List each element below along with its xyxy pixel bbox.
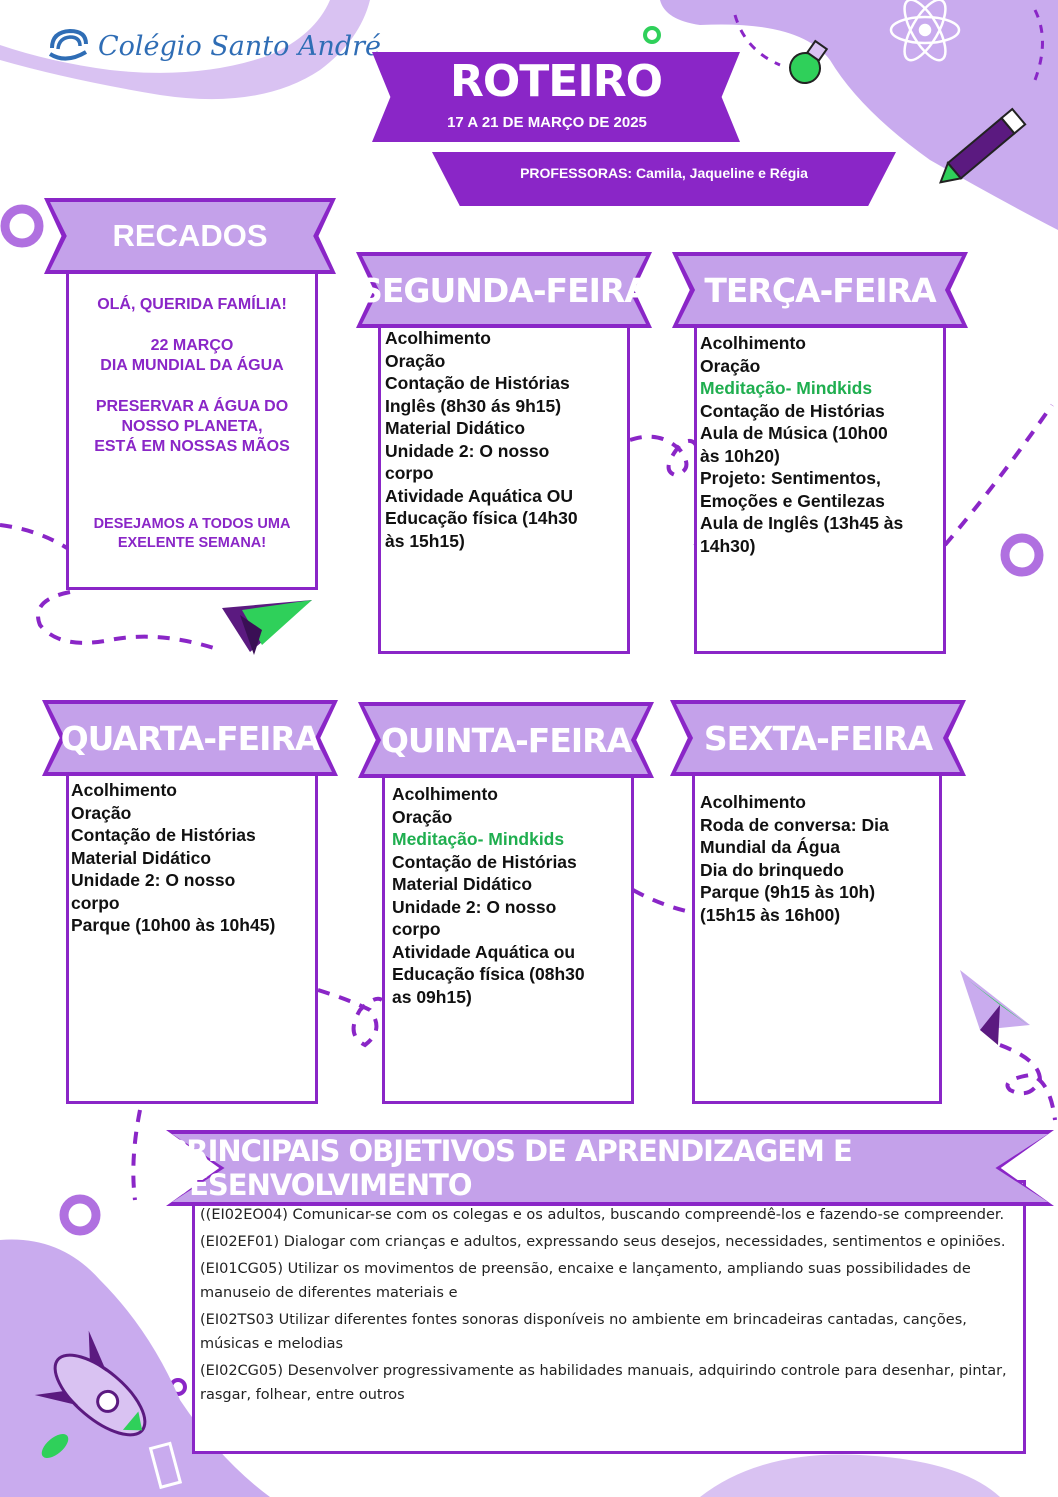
activity-item: Oração [71,802,132,823]
objectives-list: ((EI02EO04) Comunicar-se com os colegas … [200,1203,1022,1410]
activity-item: corpo [71,892,120,913]
monday-ribbon-fill [362,256,646,324]
activity-item: Dia do brinquedo [700,859,844,880]
activity-item: corpo [392,919,441,939]
monday-title: SEGUNDA-FEIRA [359,270,650,310]
wednesday-title: QUARTA-FEIRA [60,718,321,758]
wednesday-activities: Acolhimento Oração Contação de Histórias… [71,779,311,937]
date-range: 17 A 21 DE MARÇO DE 2025 [447,114,647,131]
logo-swirl-icon [48,28,88,61]
activity-item: Acolhimento [700,792,806,812]
activity-item: Contação de Histórias [700,400,885,421]
monday-box [378,310,630,654]
thursday-ribbon-fill [364,706,648,774]
activity-item: às 15h15) [385,530,465,551]
objectives-ribbon-fill [172,1134,1048,1202]
activity-item: Atividade Aquática ou [392,941,576,962]
activity-item-highlight: Meditação- Mindkids [700,378,873,398]
recados-msg-line3: ESTÁ EM NOSSAS MÃOS [94,438,290,455]
activity-item: Contação de Histórias [385,373,570,393]
objective-item: (EI02CG05) Desenvolver progressivamente … [200,1363,1007,1403]
objective-item: (EI02EF01) Dialogar com crianças e adult… [200,1234,1006,1250]
friday-title: SEXTA-FEIRA [703,718,933,758]
activity-item: Parque (10h00 às 10h45) [71,915,276,935]
wednesday-ribbon-fill [48,704,332,772]
objectives-title: PRINCIPAIS OBJETIVOS DE APRENDIZAGEM E D… [166,1134,853,1202]
activity-item: Acolhimento [700,333,806,353]
activity-item: Unidade 2: O nosso [385,440,550,461]
title-banner [372,52,740,142]
activity-item: Material Didático [71,847,212,868]
teachers-text: PROFESSORAS: Camila, Jaqueline e Régia [520,165,808,181]
objectives-box [192,1180,1026,1454]
objective-item: ((EI02EO04) Comunicar-se com os colegas … [200,1207,1005,1223]
activity-item: Oração [392,806,453,827]
tuesday-ribbon-fill [678,256,962,324]
activity-item: as 09h15) [392,986,472,1007]
activity-item: Acolhimento [392,784,498,804]
activity-item: Parque (9h15 às 10h) [700,882,876,902]
activity-item: Material Didático [385,418,526,438]
recados-date-line2: DIA MUNDIAL DA ÁGUA [100,357,284,374]
activity-item: 14h30) [700,535,756,556]
monday-activities: Acolhimento Oração Contação de Histórias… [385,327,625,552]
friday-ribbon-fill [676,704,960,772]
recados-title: RECADOS [112,218,268,253]
activity-item: Acolhimento [385,328,491,348]
activity-item: Roda de conversa: Dia [700,814,889,835]
thursday-activities: Acolhimento Oração Meditação- Mindkids C… [392,783,628,1008]
activity-item: Material Didático [392,874,533,894]
tuesday-title: TERÇA-FEIRA [704,270,936,310]
objective-item: (EI01CG05) Utilizar os movimentos de pre… [200,1261,971,1301]
recados-msg-line2: NOSSO PLANETA, [121,418,263,435]
activity-item: Contação de Histórias [71,825,256,845]
activity-item: Projeto: Sentimentos, [700,468,881,488]
activity-item: Oração [385,350,446,371]
tuesday-box [694,310,946,654]
page-title: ROTEIRO [449,56,663,107]
activity-item: Inglês (8h30 ás 9h15) [385,395,562,416]
activity-item: Contação de Histórias [392,851,577,872]
thursday-box [382,760,634,1104]
activity-item: Mundial da Água [700,837,840,857]
activity-item: Aula de Música (10h00 [700,423,888,443]
activity-item: Atividade Aquática OU [385,485,573,506]
school-logo: Colégio Santo André [46,26,381,66]
recados-wish-line2: EXELENTE SEMANA! [117,535,267,551]
thursday-title: QUINTA-FEIRA [380,720,632,760]
objective-item: (EI02TS03 Utilizar diferentes fontes son… [200,1312,967,1352]
activity-item-highlight: Meditação- Mindkids [392,829,565,849]
activity-item: Oração [700,355,761,376]
recados-msg-line1: PRESERVAR A ÁGUA DO [95,398,289,415]
activity-item: Acolhimento [71,780,177,800]
recados-date-line1: 22 MARÇO [150,337,234,354]
recados-box [66,262,318,590]
friday-box [692,760,942,1104]
activity-item: Educação física (08h30 [392,964,585,984]
activity-item: Unidade 2: O nosso [392,896,557,917]
recados-greeting: OLÁ, QUERIDA FAMÍLIA! [97,296,287,313]
teachers-banner [432,152,896,206]
tuesday-activities: Acolhimento Oração Meditação- Mindkids C… [700,332,940,557]
activity-item: Emoções e Gentilezas [700,490,885,511]
school-name: Colégio Santo André [98,30,382,62]
activity-item: (15h15 às 16h00) [700,904,841,925]
activity-item: Aula de Inglês (13h45 às [700,513,904,533]
activity-item: Educação física (14h30 [385,508,578,528]
friday-activities: Acolhimento Roda de conversa: Dia Mundia… [700,791,936,926]
wednesday-box [66,760,318,1104]
activity-item: corpo [385,463,434,483]
activity-item: às 10h20) [700,445,780,466]
recados-wish-line1: DESEJAMOS A TODOS UMA [93,516,291,532]
activity-item: Unidade 2: O nosso [71,870,236,890]
recados-ribbon-fill [50,202,330,270]
